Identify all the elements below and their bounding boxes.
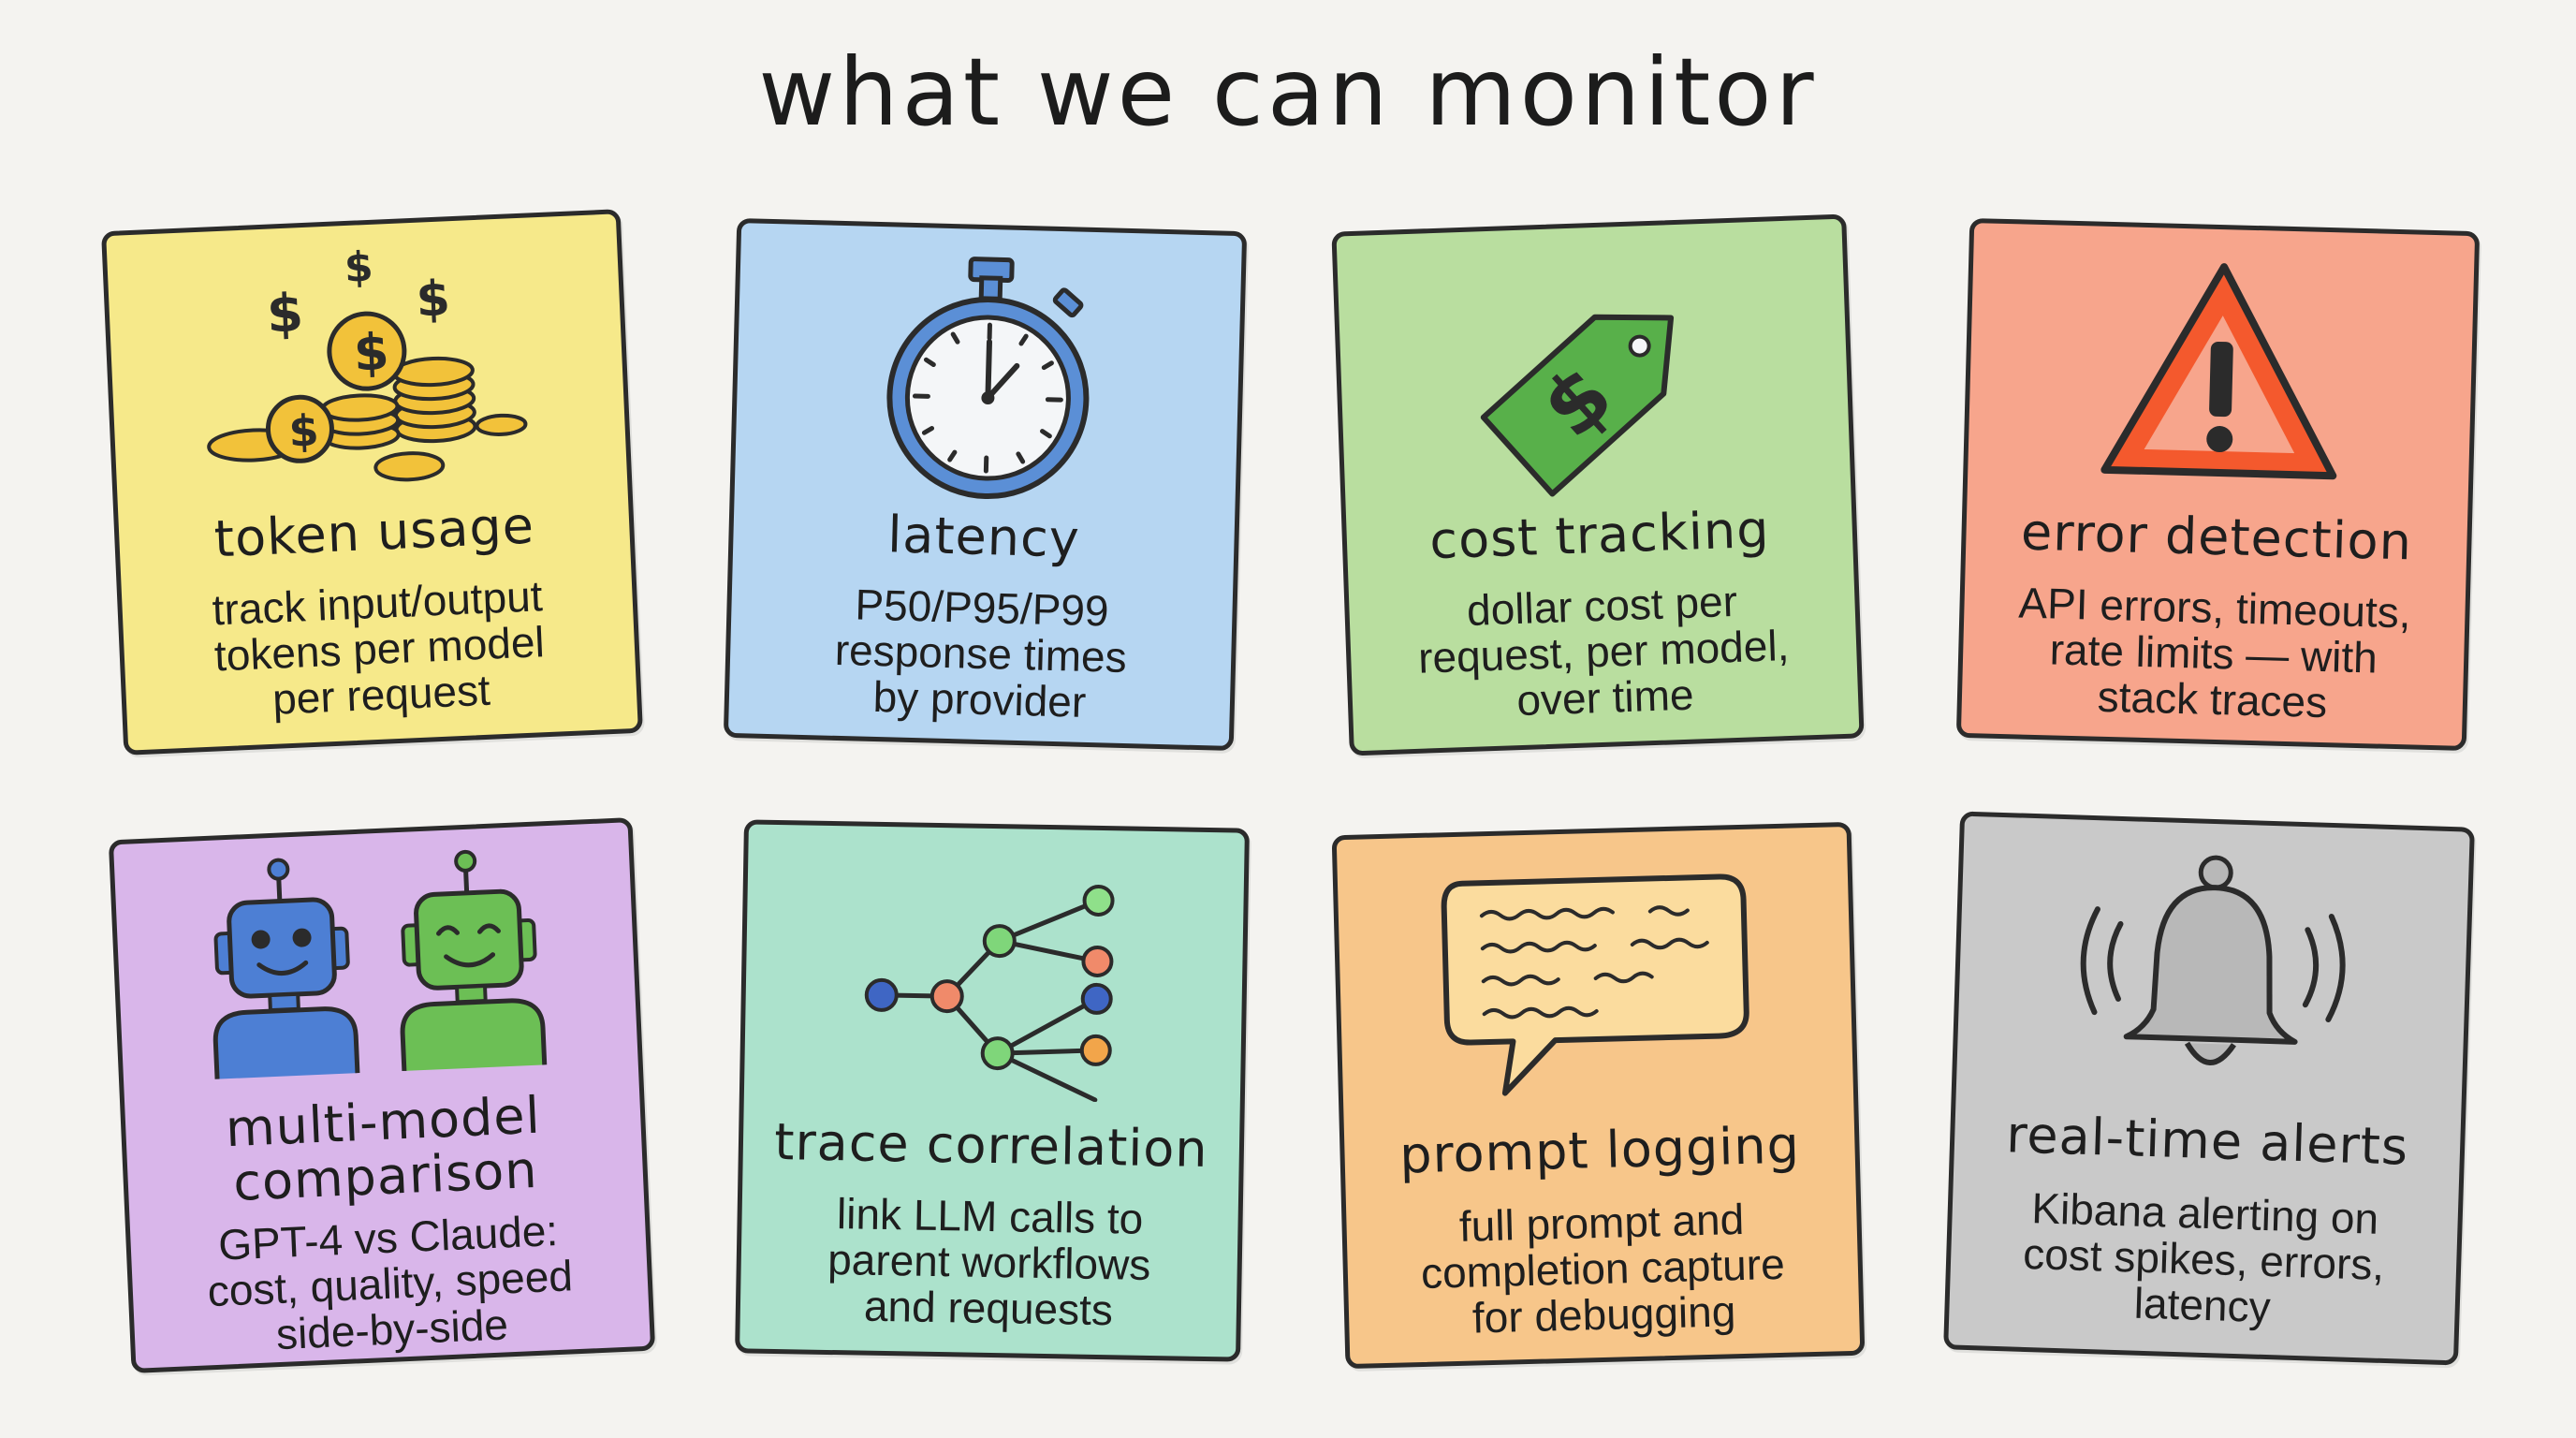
card-desc-line: parent workflows xyxy=(827,1234,1151,1289)
trace-tree-icon xyxy=(744,843,1245,1104)
page-title: what we can monitor xyxy=(758,37,1818,147)
card-label: latency xyxy=(886,505,1081,569)
svg-text:$: $ xyxy=(287,404,319,456)
card-token-usage: $ $ $ $ $ token usage track input/ xyxy=(101,209,643,756)
coins-icon: $ $ $ $ $ xyxy=(107,232,627,507)
svg-text:$: $ xyxy=(352,322,389,383)
svg-text:$: $ xyxy=(265,283,304,345)
svg-text:$: $ xyxy=(343,243,373,292)
svg-text:$: $ xyxy=(415,271,451,329)
card-prompt-logging: prompt logging full prompt and completio… xyxy=(1331,821,1866,1370)
card-desc-line: and requests xyxy=(863,1281,1114,1335)
card-label: cost tracking xyxy=(1428,499,1771,571)
bell-icon xyxy=(1956,835,2469,1104)
card-latency: latency P50/P95/P99 response times by pr… xyxy=(723,217,1248,752)
card-label: real-time alerts xyxy=(2005,1105,2410,1177)
card-label: trace correlation xyxy=(773,1111,1209,1180)
price-tag-icon: $ xyxy=(1337,238,1851,508)
card-real-time-alerts: real-time alerts Kibana alerting on cost… xyxy=(1943,811,2475,1366)
card-trace-correlation: trace correlation link LLM calls to pare… xyxy=(735,819,1250,1362)
card-label: token usage xyxy=(212,495,536,569)
card-error-detection: error detection API errors, timeouts, ra… xyxy=(1955,217,2481,752)
warning-icon xyxy=(1968,242,2475,507)
robots-icon xyxy=(113,831,638,1097)
stopwatch-icon xyxy=(735,242,1242,507)
card-cost-tracking: $ cost tracking dollar cost per request,… xyxy=(1331,213,1865,756)
card-multi-model-comparison: multi-model comparison GPT-4 vs Claude: … xyxy=(108,817,656,1373)
card-label: error detection xyxy=(2020,502,2413,572)
card-label: prompt logging xyxy=(1398,1115,1801,1185)
speech-bubble-icon xyxy=(1337,845,1853,1111)
